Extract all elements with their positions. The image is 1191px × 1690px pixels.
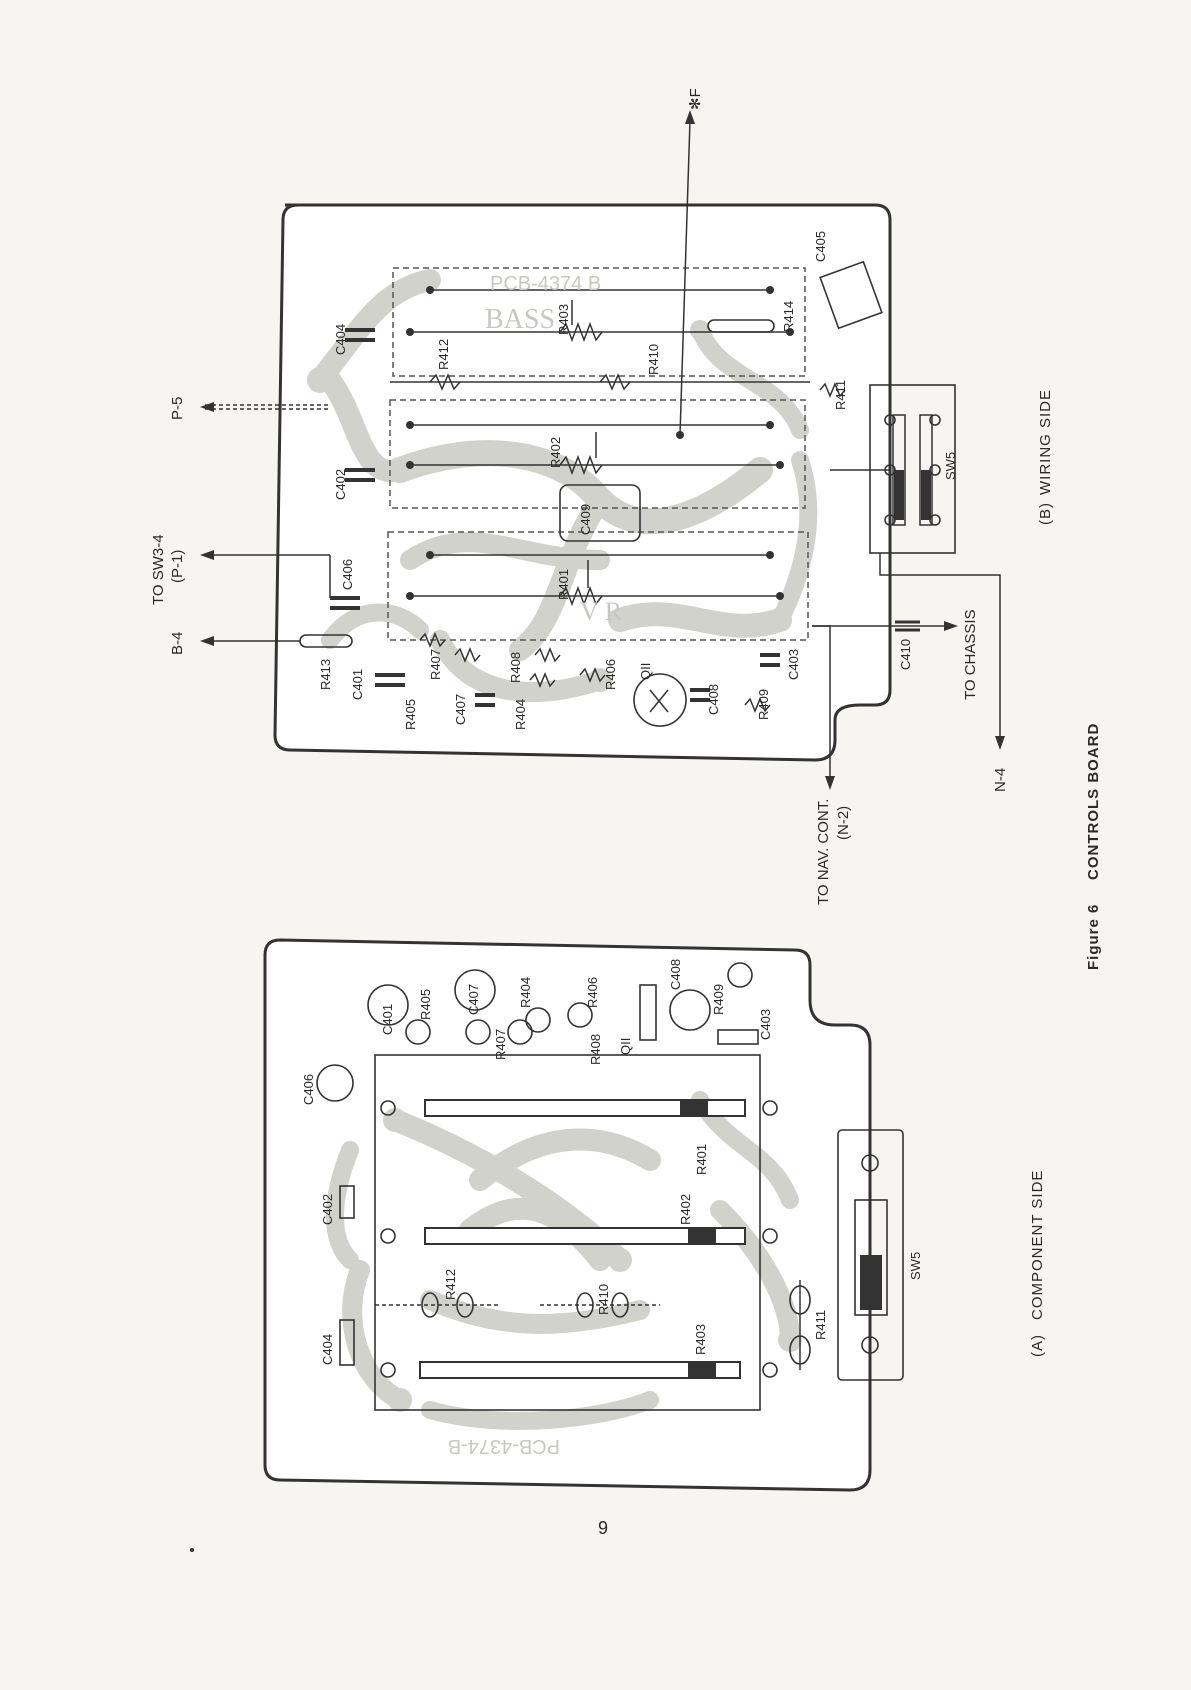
wiring-silkscreen: PCB-4374 B: [490, 273, 601, 295]
pot-outline-r403: [392, 267, 806, 377]
component-parts: [316, 962, 811, 1370]
wiring-label-r408: R408: [508, 652, 523, 683]
label-to-sw3-4: TO SW3-4: [150, 534, 167, 605]
comp-label-q11: QII: [618, 1038, 633, 1055]
wiring-label-c408: C408: [706, 684, 721, 715]
wiring-silk-bass: BASS: [485, 304, 555, 335]
comp-label-r410: R410: [596, 1284, 611, 1315]
comp-label-c402: C402: [320, 1194, 335, 1225]
r414-part: [707, 319, 775, 333]
sw5-box: [869, 384, 956, 554]
wiring-label-r401: R401: [556, 569, 571, 600]
comp-label-r408: R408: [588, 1034, 603, 1065]
label-n2: (N-2): [835, 806, 852, 840]
comp-label-c403: C403: [758, 1009, 773, 1040]
wiring-label-r404: R404: [513, 699, 528, 730]
label-p5: P-5: [169, 397, 186, 420]
wiring-label-c405: C405: [813, 231, 828, 262]
page-number: 9: [598, 1518, 609, 1538]
comp-label-r405: R405: [418, 989, 433, 1020]
pot-outline-r401: [387, 531, 809, 641]
comp-label-c404: C404: [320, 1334, 335, 1365]
comp-label-r402: R402: [678, 1194, 693, 1225]
wiring-silk-vr: V R: [580, 597, 623, 626]
wiring-label-r409: R409: [756, 689, 771, 720]
slide-pot-r401: [424, 1099, 746, 1117]
component-traces: [326, 1091, 802, 1430]
wiring-label-sw5: SW5: [943, 452, 958, 480]
wiring-label-r411: R411: [833, 380, 848, 410]
wiring-label-c407: C407: [453, 694, 468, 725]
comp-label-c406: C406: [301, 1074, 316, 1105]
slide-pot-r402: [424, 1227, 746, 1245]
comp-label-c407: C407: [466, 984, 481, 1015]
label-to-chassis: TO CHASSIS: [962, 609, 979, 700]
component-sw5: [837, 1129, 904, 1381]
label-p1: (P-1): [169, 550, 186, 583]
wiring-label-r406: R406: [603, 659, 618, 690]
component-caption: COMPONENT SIDE: [1029, 1170, 1046, 1320]
c405-part: [819, 260, 883, 330]
wiring-label-c410: C410: [898, 639, 913, 670]
comp-label-r404: R404: [518, 977, 533, 1008]
margin-dot: [190, 1548, 194, 1552]
component-caption-letter: (A): [1029, 1334, 1046, 1357]
component-slide-pots: [380, 1099, 778, 1379]
wiring-label-r403: R403: [556, 304, 571, 335]
label-n4: N-4: [992, 768, 1009, 792]
comp-label-r409: R409: [711, 984, 726, 1015]
wiring-caption-letter: (B): [1037, 502, 1054, 525]
comp-label-c408: C408: [668, 959, 683, 990]
wiring-side-labels: PCB-4374 B BASS V R ✻F P-5 TO SW3-4 (P-1…: [150, 88, 1054, 905]
wiring-label-c406: C406: [340, 559, 355, 590]
comp-label-r401: R401: [694, 1144, 709, 1175]
pot-outline-r402: [389, 399, 806, 509]
wiring-caption: WIRING SIDE: [1037, 389, 1054, 495]
arrow-f: [685, 110, 695, 124]
wiring-label-r405: R405: [403, 699, 418, 730]
lead-f: [679, 119, 691, 436]
label-b4: B-4: [169, 632, 186, 655]
comp-label-r407: R407: [493, 1029, 508, 1060]
wiring-side-board: [200, 110, 1005, 790]
label-f: ✻F: [687, 88, 704, 110]
comp-label-r412: R412: [443, 1269, 458, 1300]
wiring-label-r414: R414: [781, 301, 796, 332]
comp-label-sw5: SW5: [908, 1252, 923, 1280]
comp-label-c401: C401: [380, 1004, 395, 1035]
component-side-board: [263, 938, 904, 1492]
wiring-label-r413: R413: [318, 659, 333, 690]
pot-bracket: [374, 1054, 761, 1411]
wiring-label-c409: C409: [578, 504, 593, 535]
c409-part: [559, 484, 641, 542]
wiring-label-r407: R407: [428, 649, 443, 680]
wiring-label-c401: C401: [350, 669, 365, 700]
wiring-label-c402: C402: [333, 469, 348, 500]
comp-label-r411: R411: [813, 1310, 828, 1340]
wiring-label-c404: C404: [333, 324, 348, 355]
wiring-label-r412: R412: [436, 339, 451, 370]
component-silkscreen: PCB-4374-B: [448, 1435, 560, 1457]
wiring-label-r410: R410: [646, 344, 661, 375]
pot-wiring: [390, 286, 810, 607]
comp-label-r406: R406: [585, 977, 600, 1008]
wiring-left-caps: [330, 328, 920, 707]
slide-pot-r403: [419, 1361, 741, 1379]
wiring-bottom-resistors: [299, 382, 846, 727]
figure-number: Figure 6: [1085, 904, 1102, 970]
figure-caption: Figure 6 CONTROLS BOARD: [1085, 723, 1102, 970]
label-to-nav-cont: TO NAV. CONT.: [815, 799, 832, 905]
wiring-external-leads: [200, 402, 1005, 790]
wiring-label-q11: QII: [638, 663, 653, 680]
wiring-label-c403: C403: [786, 649, 801, 680]
figure-title: CONTROLS BOARD: [1085, 723, 1102, 880]
wiring-label-r402: R402: [548, 437, 563, 468]
comp-label-r403: R403: [693, 1324, 708, 1355]
component-side-labels: PCB-4374-B C401 R405 C407 R404 R406 C408…: [301, 959, 1046, 1457]
